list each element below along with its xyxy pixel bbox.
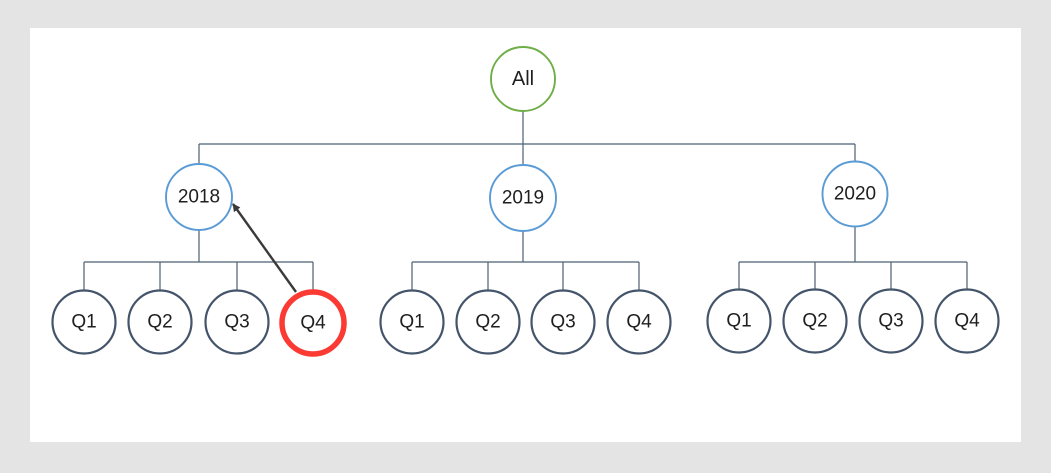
- node-label-2020: 2020: [834, 184, 876, 205]
- node-label-2019-q2: Q2: [475, 312, 500, 333]
- node-2018[interactable]: 2018: [165, 163, 233, 231]
- node-2018-q2[interactable]: Q2: [127, 289, 193, 355]
- node-2019-q2[interactable]: Q2: [455, 289, 521, 355]
- node-label-2020-q4: Q4: [954, 311, 980, 332]
- node-label-2020-q2: Q2: [802, 311, 827, 332]
- node-label-2018-q4: Q4: [300, 313, 326, 334]
- node-2020[interactable]: 2020: [821, 160, 889, 228]
- node-2018-q4[interactable]: Q4: [279, 289, 347, 357]
- node-circle-2020-q3[interactable]: [858, 288, 924, 354]
- node-circle-2020-q1[interactable]: [706, 288, 772, 354]
- node-2020-q3[interactable]: Q3: [858, 288, 924, 354]
- node-2019-q4[interactable]: Q4: [606, 289, 672, 355]
- node-circle-2018-q2[interactable]: [127, 289, 193, 355]
- node-2019-q3[interactable]: Q3: [530, 289, 596, 355]
- node-2019[interactable]: 2019: [489, 164, 557, 232]
- node-circle-2018-q1[interactable]: [51, 289, 117, 355]
- node-2018-q1[interactable]: Q1: [51, 289, 117, 355]
- node-label-2019-q4: Q4: [626, 312, 652, 333]
- node-label-2018: 2018: [178, 187, 220, 208]
- node-label-2019-q3: Q3: [550, 312, 575, 333]
- node-circle-2019-q4[interactable]: [606, 289, 672, 355]
- node-circle-2020-q2[interactable]: [782, 288, 848, 354]
- node-2020-q1[interactable]: Q1: [706, 288, 772, 354]
- node-2020-q2[interactable]: Q2: [782, 288, 848, 354]
- node-circle-2019-q2[interactable]: [455, 289, 521, 355]
- node-circle-2020[interactable]: [821, 160, 889, 228]
- annotation-arrow-layer: [232, 203, 297, 293]
- node-2020-q4[interactable]: Q4: [934, 288, 1000, 354]
- node-circle-all[interactable]: [490, 46, 556, 112]
- node-circle-2018-q4[interactable]: [279, 289, 347, 357]
- connector-layer: [83, 111, 968, 291]
- annotation-arrow: [232, 203, 297, 293]
- node-label-2018-q1: Q1: [71, 312, 96, 333]
- node-label-2020-q3: Q3: [878, 311, 903, 332]
- node-2019-q1[interactable]: Q1: [379, 289, 445, 355]
- node-label-2019: 2019: [502, 188, 544, 209]
- node-label-2020-q1: Q1: [726, 311, 751, 332]
- node-circle-2019-q3[interactable]: [530, 289, 596, 355]
- node-2018-q3[interactable]: Q3: [204, 289, 270, 355]
- node-label-2018-q2: Q2: [147, 312, 172, 333]
- node-label-all: All: [512, 68, 534, 90]
- node-circle-2019[interactable]: [489, 164, 557, 232]
- node-all[interactable]: All: [490, 46, 556, 112]
- node-label-2018-q3: Q3: [224, 312, 249, 333]
- node-label-2019-q1: Q1: [399, 312, 424, 333]
- node-circle-2018[interactable]: [165, 163, 233, 231]
- node-circle-2018-q3[interactable]: [204, 289, 270, 355]
- node-circle-2020-q4[interactable]: [934, 288, 1000, 354]
- node-circle-2019-q1[interactable]: [379, 289, 445, 355]
